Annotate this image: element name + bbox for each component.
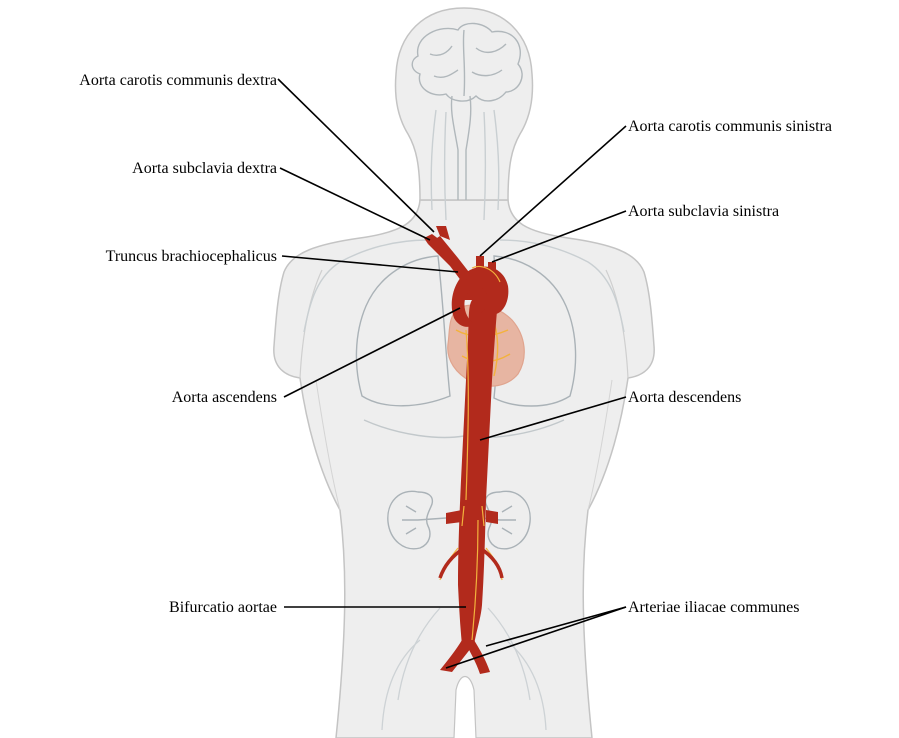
label-descendens: Aorta descendens [628, 389, 741, 406]
label-carotis-dextra: Aorta carotis communis dextra [79, 72, 277, 89]
label-truncus: Truncus brachiocephalicus [106, 248, 277, 265]
label-bifurcatio: Bifurcatio aortae [169, 599, 277, 616]
label-subclavia-sinistra: Aorta subclavia sinistra [628, 203, 779, 220]
label-subclavia-dextra: Aorta subclavia dextra [132, 160, 277, 177]
leader-subclavia-dextra [280, 168, 430, 240]
renal-artery-left [486, 510, 498, 524]
label-ascendens: Aorta ascendens [172, 389, 277, 406]
label-carotis-sinistra: Aorta carotis communis sinistra [628, 118, 832, 135]
label-iliacae: Arteriae iliacae communes [628, 599, 799, 616]
